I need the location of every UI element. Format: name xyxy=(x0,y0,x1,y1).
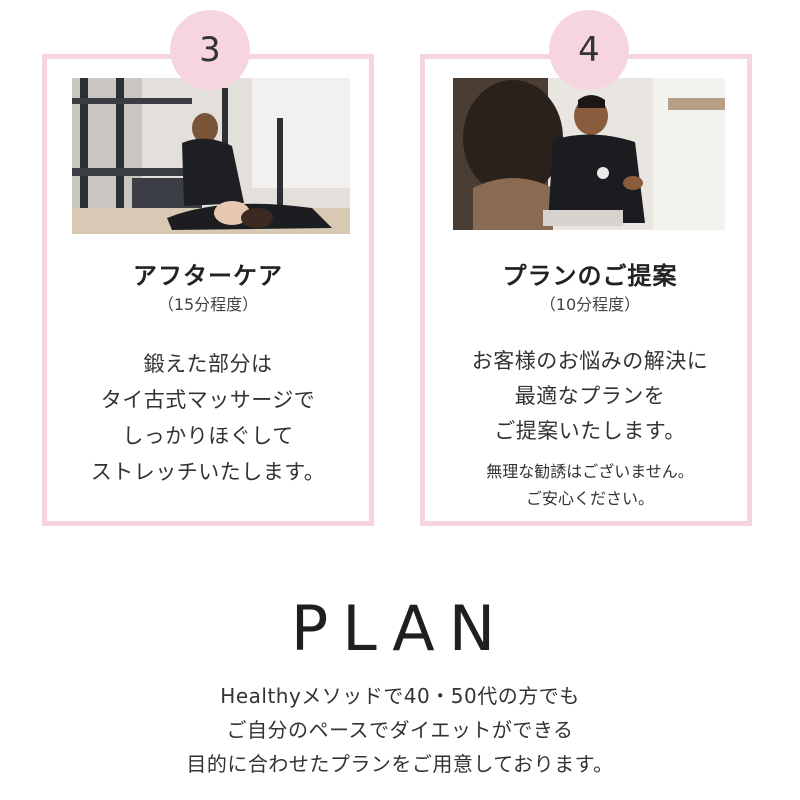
plan-description-line: Healthyメソッドで40・50代の方でも xyxy=(220,684,580,708)
consultation-image xyxy=(453,78,725,230)
step-body-line: 最適なプランを xyxy=(514,384,666,408)
step-title: プランのご提案 xyxy=(502,262,678,290)
aftercare-photo xyxy=(72,78,350,234)
plan-description-line: ご自分のペースでダイエットができる xyxy=(226,718,574,742)
consultation-photo xyxy=(453,78,725,230)
step-duration: （15分程度） xyxy=(157,295,259,314)
step-number-badge: 3 xyxy=(170,10,250,90)
plan-heading: PLAN xyxy=(290,592,510,665)
step-duration: （10分程度） xyxy=(539,295,641,314)
step-note-line: ご安心ください。 xyxy=(525,489,654,508)
step-body-line: タイ古式マッサージで xyxy=(100,388,316,412)
plan-description-line: 目的に合わせたプランをご用意しております。 xyxy=(186,752,614,776)
step-body-line: お客様のお悩みの解決に xyxy=(471,349,709,373)
step-body-line: しっかりほぐして xyxy=(122,424,294,448)
step-body-line: 鍛えた部分は xyxy=(143,352,273,376)
step-number-badge: 4 xyxy=(549,10,629,90)
step-body-line: ご提案いたします。 xyxy=(494,419,686,443)
gym-stretch-image xyxy=(72,78,350,234)
step-note-line: 無理な勧誘はございません。 xyxy=(486,462,694,481)
step-title: アフターケア xyxy=(133,262,283,290)
step-body-line: ストレッチいたします。 xyxy=(90,460,326,484)
